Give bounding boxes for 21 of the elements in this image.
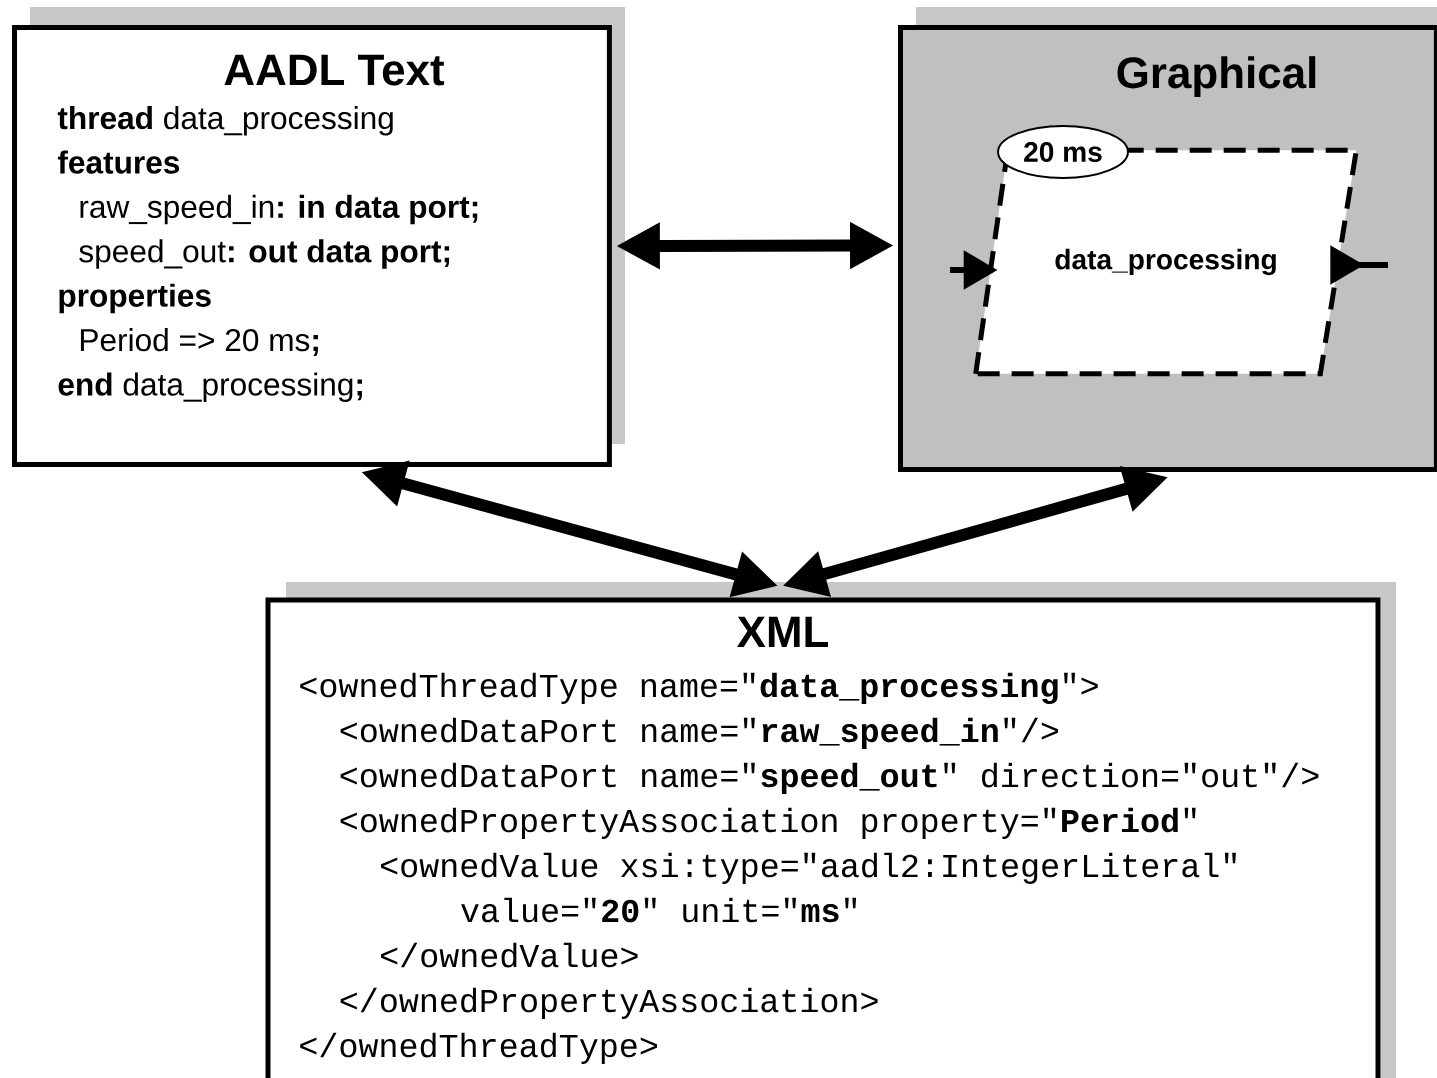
code-line: speed_out: out data port; [79, 239, 450, 269]
heading: AADL Text [224, 54, 445, 86]
code-line: </ownedValue> [381, 942, 638, 968]
heading: XML [737, 616, 828, 647]
code-line: <ownedPropertyAssociation property="Period" [340, 807, 1196, 839]
code-line: Period => 20 ms; [80, 328, 318, 356]
xml-panel [265, 582, 1396, 1078]
code-line: <ownedDataPort name="speed_out" direction="out"/> [340, 762, 1319, 794]
code-line: <ownedDataPort name="raw_speed_in"/> [340, 717, 1058, 749]
code-line: raw_speed_in: in data port; [80, 194, 478, 225]
code-line: value="20" unit="ms" [461, 897, 857, 923]
code-line: </ownedThreadType> [300, 1032, 657, 1064]
code-line: <ownedValue xsi:type="aadl2:IntegerLiteral" [381, 852, 1236, 884]
code-line: thread data_processing [57, 106, 393, 136]
text-panel [12, 7, 625, 467]
heading: Graphical [1117, 56, 1316, 98]
code-line: properties [59, 283, 211, 314]
code-line: end data_processing; [58, 372, 362, 402]
code-line: <ownedThreadType name="data_processing"> [300, 672, 1098, 705]
code-line: features [57, 150, 180, 174]
code-line: </ownedPropertyAssociation> [340, 987, 878, 1019]
